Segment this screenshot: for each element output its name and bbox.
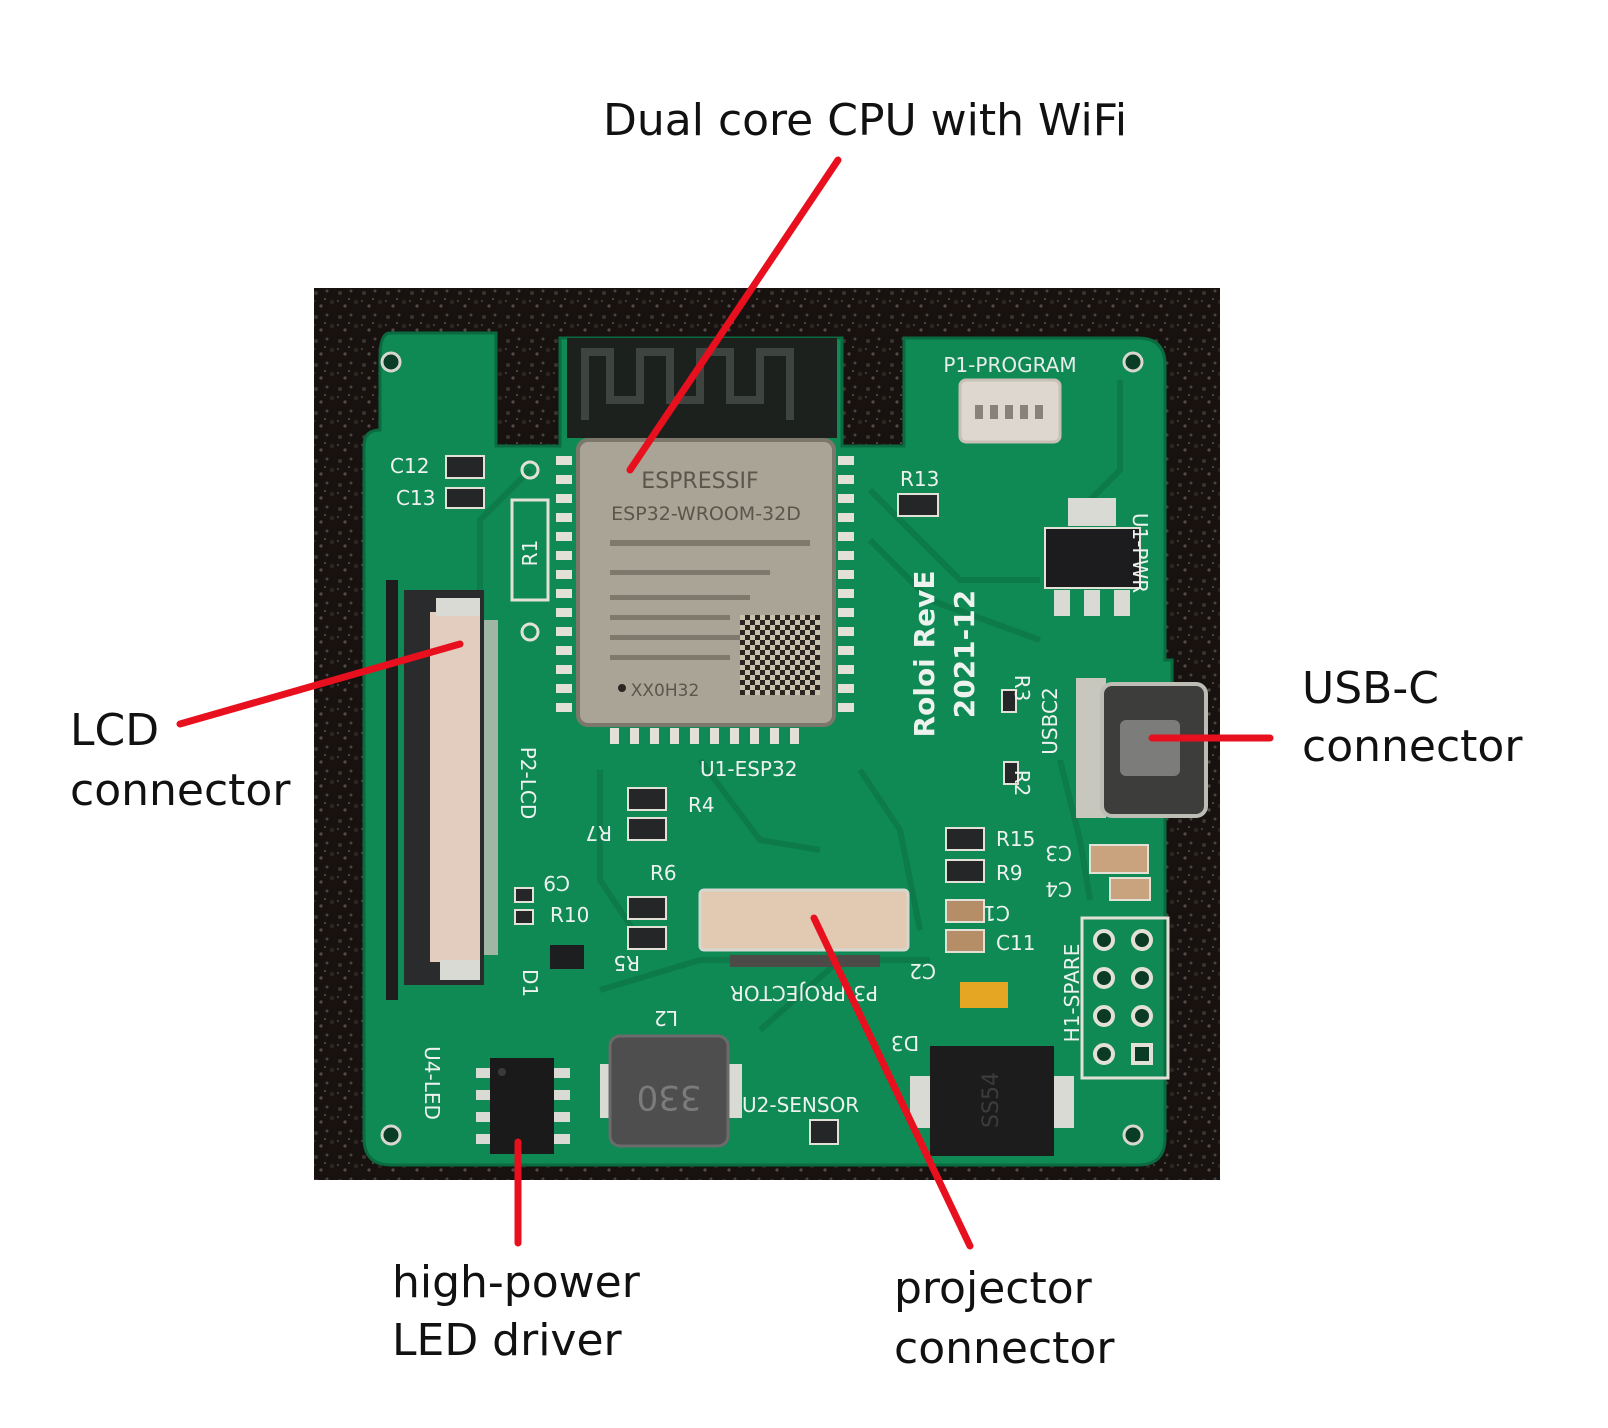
silk-lcd: P2-LCD bbox=[516, 747, 540, 820]
module-brand: ESPRESSIF bbox=[641, 469, 758, 494]
smd-components bbox=[445, 455, 1151, 1145]
led-label-line2: LED driver bbox=[392, 1315, 622, 1366]
power-regulator bbox=[1044, 498, 1141, 616]
silk-c3: C3 bbox=[1045, 841, 1072, 865]
silk-r7: R7 bbox=[585, 821, 612, 845]
projector-label-line1: projector bbox=[894, 1263, 1092, 1314]
silk-sensor: U2-SENSOR bbox=[742, 1093, 859, 1117]
module-model: ESP32-WROOM-32D bbox=[611, 503, 801, 525]
usbc-label-line2: connector bbox=[1302, 721, 1523, 772]
inductor-l2: 330 bbox=[600, 1034, 742, 1148]
led-driver-chip bbox=[476, 1058, 570, 1154]
silk-l2: L2 bbox=[654, 1006, 678, 1030]
silk-pwr: U1-PWR bbox=[1128, 513, 1152, 593]
silk-c4: C4 bbox=[1045, 877, 1072, 901]
mounting-holes bbox=[380, 351, 1144, 1146]
tantalum-cap bbox=[960, 982, 1008, 1008]
silk-date: 2021-12 bbox=[948, 590, 981, 719]
silk-r6: R6 bbox=[650, 861, 677, 885]
cpu-label: Dual core CPU with WiFi bbox=[603, 95, 1128, 146]
inductor-mark: 330 bbox=[637, 1077, 702, 1117]
usbc-label-line1: USB-C bbox=[1302, 663, 1439, 714]
projector-label-line2: connector bbox=[894, 1323, 1115, 1374]
silk-c12: C12 bbox=[390, 454, 429, 478]
usb-c-port bbox=[1076, 678, 1208, 818]
silk-d1: D1 bbox=[518, 969, 542, 997]
silk-esp: U1-ESP32 bbox=[700, 757, 797, 781]
spare-header bbox=[1080, 916, 1170, 1080]
esp32-module: ESPRESSIF ESP32-WROOM-32D XX0H32 bbox=[576, 438, 836, 727]
projector-leader-line bbox=[810, 914, 974, 1250]
silk-r9: R9 bbox=[996, 861, 1023, 885]
lcd-label-line1: LCD bbox=[70, 705, 160, 756]
silk-c11: C11 bbox=[996, 931, 1035, 955]
silk-r13: R13 bbox=[900, 467, 939, 491]
silk-led: U4-LED bbox=[420, 1046, 444, 1120]
silk-r4: R4 bbox=[688, 793, 715, 817]
diode-d3: SS54 bbox=[910, 1046, 1074, 1156]
silk-r5: R5 bbox=[613, 951, 640, 975]
silk-title: Roloi RevE bbox=[908, 571, 941, 738]
led-label-line1: high-power bbox=[392, 1257, 640, 1308]
lcd-label-line2: connector bbox=[70, 765, 291, 816]
esp32-antenna bbox=[567, 338, 837, 438]
silk-r3: R3 bbox=[1010, 675, 1034, 702]
silk-program: P1-PROGRAM bbox=[943, 353, 1076, 377]
r1-footprint bbox=[510, 460, 550, 642]
diode-mark: SS54 bbox=[979, 1072, 1004, 1128]
program-header: P1-PROGRAM bbox=[943, 353, 1077, 444]
silk-usbc: USBC2 bbox=[1038, 687, 1062, 754]
transistor-d1 bbox=[550, 945, 584, 969]
qr-code bbox=[740, 615, 820, 695]
silk-r1: R1 bbox=[518, 540, 542, 567]
esp32-pads bbox=[556, 456, 854, 744]
silk-r10: R10 bbox=[550, 903, 589, 927]
silk-r15: R15 bbox=[996, 827, 1035, 851]
silk-d3: D3 bbox=[891, 1031, 919, 1055]
silk-c2: C2 bbox=[909, 959, 936, 983]
annotation-lines bbox=[176, 156, 1274, 1250]
cpu-leader-line bbox=[626, 156, 842, 474]
silk-c13: C13 bbox=[396, 486, 435, 510]
silk-r2: R2 bbox=[1010, 770, 1034, 797]
module-code: XX0H32 bbox=[631, 681, 700, 701]
silk-c1: C1 bbox=[983, 901, 1010, 925]
silk-spare: H1-SPARE bbox=[1060, 944, 1084, 1043]
silk-c9: C9 bbox=[543, 871, 570, 895]
projector-fpc-connector bbox=[698, 888, 910, 967]
silkscreen: C12 C13 R1 R13 U1-ESP32 P2-LCD U1-PWR R3… bbox=[390, 454, 1152, 1120]
lcd-leader-line bbox=[176, 640, 464, 728]
